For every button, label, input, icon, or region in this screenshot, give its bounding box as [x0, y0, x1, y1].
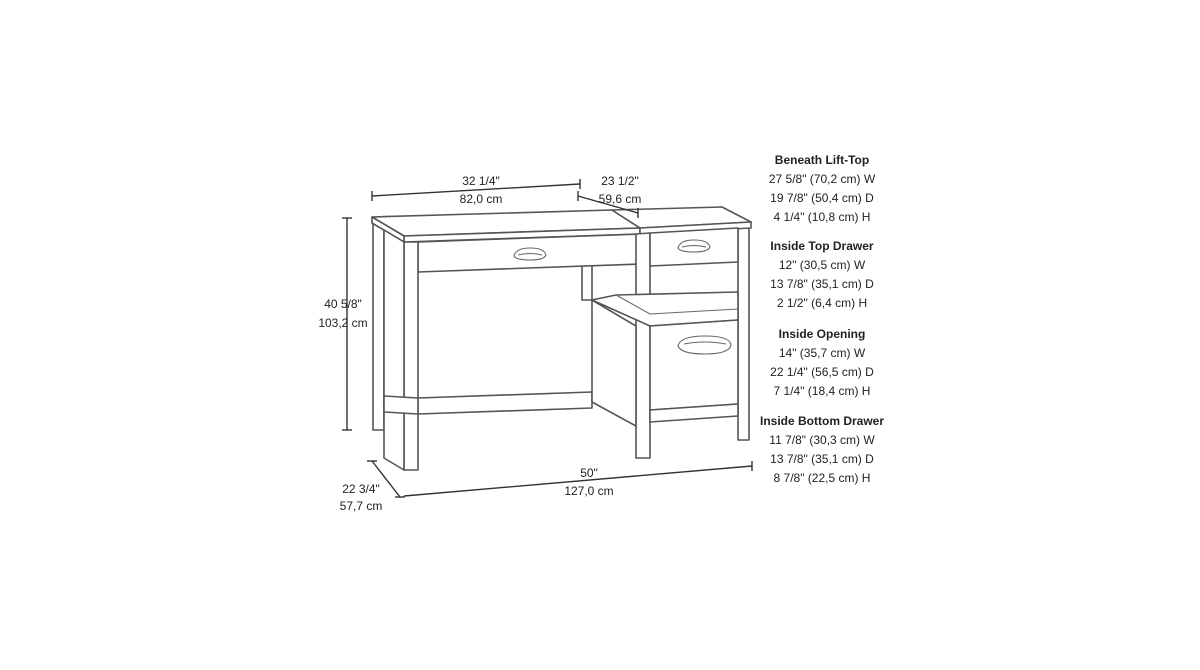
right-desktop-front-edge	[639, 221, 752, 235]
spec-title-beneath-lift-top: Beneath Lift-Top	[775, 153, 869, 167]
lower-stretcher	[417, 391, 593, 415]
width-base-cm: 127,0 cm	[564, 484, 613, 498]
pedestal-front-left-leg	[635, 232, 651, 459]
pedestal-bottom-rail	[649, 403, 739, 423]
cubby-shelf	[591, 291, 739, 327]
front-left-leg	[403, 241, 419, 471]
spec-line: 22 1/4" (56,5 cm) D	[770, 365, 874, 379]
spec-line: 27 5/8" (70,2 cm) W	[769, 172, 876, 186]
spec-line: 14" (35,7 cm) W	[779, 346, 866, 360]
spec-line: 19 7/8" (50,4 cm) D	[770, 191, 874, 205]
spec-title-inside-bottom-drawer: Inside Bottom Drawer	[760, 414, 884, 428]
spec-line: 8 7/8" (22,5 cm) H	[774, 471, 871, 485]
width-base-inch: 50"	[580, 466, 598, 480]
back-right-pedestal-leg	[737, 225, 750, 441]
bottom-drawer-handle	[677, 335, 732, 355]
depth-top-inch: 23 1/2"	[601, 174, 639, 188]
spec-title-inside-top-drawer: Inside Top Drawer	[770, 239, 873, 253]
height-inch: 40 5/8"	[324, 297, 362, 311]
dimension-labels: 32 1/4" 82,0 cm 23 1/2" 59,6 cm 40 5/8" …	[318, 174, 641, 513]
desk-illustration	[371, 206, 752, 471]
spec-line: 4 1/4" (10,8 cm) H	[774, 210, 871, 224]
depth-base-inch: 22 3/4"	[342, 482, 380, 496]
back-left-leg	[372, 223, 385, 431]
back-right-leg	[581, 261, 593, 301]
spec-line: 13 7/8" (35,1 cm) D	[770, 452, 874, 466]
width-top-cm: 82,0 cm	[460, 192, 503, 206]
lift-top-handle	[513, 247, 547, 261]
spec-line: 2 1/2" (6,4 cm) H	[777, 296, 867, 310]
top-drawer-front	[649, 227, 739, 267]
spec-title-inside-opening: Inside Opening	[779, 327, 866, 341]
height-cm: 103,2 cm	[318, 316, 367, 330]
bottom-drawer-front	[649, 319, 739, 411]
depth-top-cm: 59,6 cm	[599, 192, 642, 206]
top-drawer-handle	[677, 239, 711, 253]
spec-line: 11 7/8" (30,3 cm) W	[769, 433, 875, 447]
spec-line: 7 1/4" (18,4 cm) H	[774, 384, 871, 398]
spec-line: 12" (30,5 cm) W	[779, 258, 866, 272]
depth-base-cm: 57,7 cm	[340, 499, 383, 513]
dimension-lines	[342, 179, 753, 498]
bottom-drawer-side	[591, 299, 637, 427]
spec-line: 13 7/8" (35,1 cm) D	[770, 277, 874, 291]
width-top-inch: 32 1/4"	[462, 174, 500, 188]
interior-specs: Beneath Lift-Top 27 5/8" (70,2 cm) W 19 …	[760, 153, 884, 485]
